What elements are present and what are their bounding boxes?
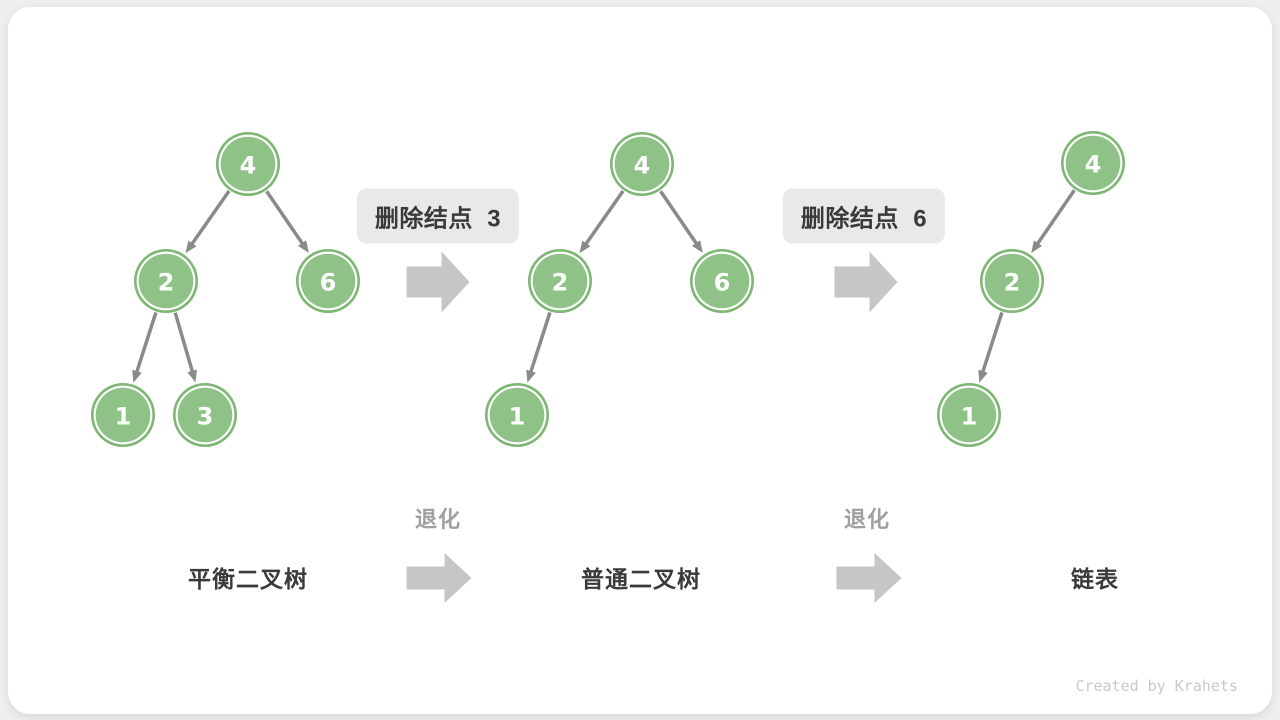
node-value: 2 (552, 269, 569, 297)
tree-node-4: 4 (216, 132, 280, 196)
tree-node-4: 4 (1061, 131, 1125, 195)
tree-node-4: 4 (610, 132, 674, 196)
node-circle (95, 387, 151, 443)
node-circle (941, 387, 997, 443)
node-value: 2 (1004, 269, 1021, 297)
node-circle (532, 253, 588, 309)
node-value: 4 (634, 152, 651, 180)
node-value: 6 (714, 269, 731, 297)
tree-node-1: 1 (91, 383, 155, 447)
tree-edge-arrow (132, 311, 158, 383)
node-value: 3 (197, 403, 214, 431)
degrade-text-2: 退化 (843, 507, 891, 532)
caption-linked-list: 链表 (1071, 566, 1119, 592)
node-circle (694, 253, 750, 309)
tree-node-6: 6 (296, 249, 360, 313)
tree-edge-arrow (185, 190, 231, 254)
tree-edge-arrow (659, 190, 703, 253)
node-value: 6 (320, 269, 337, 297)
node-circle (138, 253, 194, 309)
caption-ordinary-binary-tree: 普通二叉树 (581, 566, 701, 592)
node-circle (614, 136, 670, 192)
caption-balanced-binary-tree: 平衡二叉树 (188, 566, 308, 592)
tree-node-2: 2 (134, 249, 198, 313)
tree-node-2: 2 (980, 249, 1044, 313)
node-value: 4 (240, 152, 257, 180)
node-circle (489, 387, 545, 443)
tree-edge-arrow (526, 311, 552, 383)
tree-edge-arrow (579, 190, 625, 254)
delete-transition-arrow-icon-2 (834, 251, 898, 313)
node-circle (177, 387, 233, 443)
tree-edge-arrow (978, 311, 1004, 383)
degrade-arrow-icon-1 (406, 553, 472, 603)
node-value: 1 (509, 403, 526, 431)
node-value: 2 (158, 269, 175, 297)
tree-node-6: 6 (690, 249, 754, 313)
degrade-text-1: 退化 (414, 507, 462, 532)
node-circle (984, 253, 1040, 309)
degrade-arrow-icon-2 (836, 553, 902, 603)
diagram-card (8, 7, 1272, 714)
node-circle (1065, 135, 1121, 191)
tree-node-1: 1 (937, 383, 1001, 447)
tree-edge-arrow (265, 190, 309, 253)
node-value: 4 (1085, 151, 1102, 179)
tree-edge-arrow (1031, 189, 1076, 253)
tree-balanced-binary-tree: 4 2 6 1 3 (91, 132, 360, 447)
tree-node-1: 1 (485, 383, 549, 447)
node-value: 1 (961, 403, 978, 431)
tree-node-3: 3 (173, 383, 237, 447)
tree-ordinary-binary-tree: 4 2 6 1 (485, 132, 754, 447)
delete-node-6-label: 删除结点 6 (782, 188, 946, 244)
watermark-credit: Created by Krahets (1075, 677, 1238, 695)
node-circle (300, 253, 356, 309)
node-circle (220, 136, 276, 192)
tree-node-2: 2 (528, 249, 592, 313)
tree-linked-list: 4 2 1 (937, 131, 1125, 447)
delete-node-3-label: 删除结点 3 (356, 188, 520, 244)
node-value: 1 (115, 403, 132, 431)
tree-edge-arrow (173, 312, 197, 383)
delete-transition-arrow-icon-1 (406, 251, 470, 313)
